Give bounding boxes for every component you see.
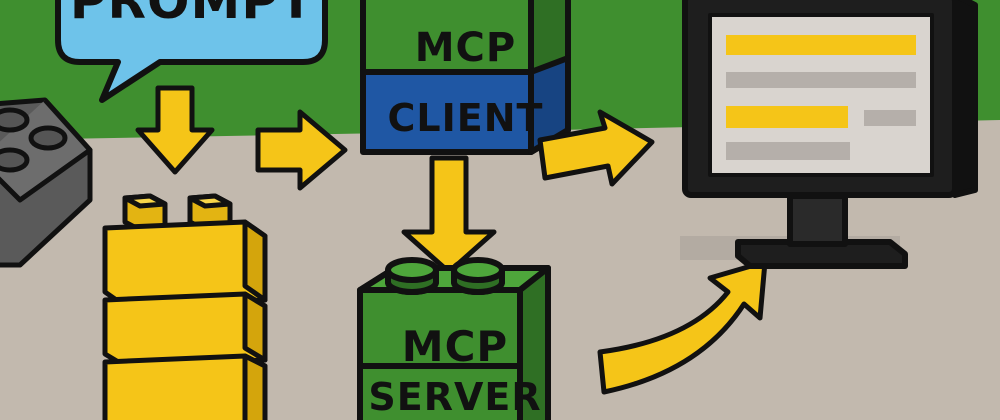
- yellow-brick-stack-icon: [102, 193, 268, 420]
- gray-baseplate-icon: [0, 97, 93, 268]
- screen-bar-1: [726, 35, 916, 55]
- prompt-label: PROMPT: [69, 0, 315, 30]
- screen-bar-4: [864, 110, 916, 126]
- mcp-client-label-client: CLIENT: [387, 96, 544, 140]
- arrow-client-to-monitor-icon: [537, 109, 655, 187]
- mcp-client-brick-icon: [360, 0, 571, 155]
- mcp-client-label-mcp: MCP: [414, 25, 517, 71]
- mcp-server-label-server: SERVER: [368, 375, 542, 419]
- arrow-client-to-server-icon: [401, 155, 497, 275]
- mcp-server-label-mcp: MCP: [401, 322, 509, 371]
- screen-bar-3: [726, 106, 848, 128]
- prompt-speech-bubble-icon: [55, 0, 328, 103]
- mcp-server-brick-icon: [357, 257, 551, 420]
- arrow-server-to-monitor-icon: [597, 259, 768, 395]
- arrow-stack-to-client-icon: [255, 109, 348, 191]
- screen-bar-5: [726, 142, 850, 160]
- screen-bar-2: [726, 72, 916, 88]
- computer-monitor-icon: [680, 0, 978, 269]
- arrow-prompt-to-stack-icon: [135, 85, 215, 175]
